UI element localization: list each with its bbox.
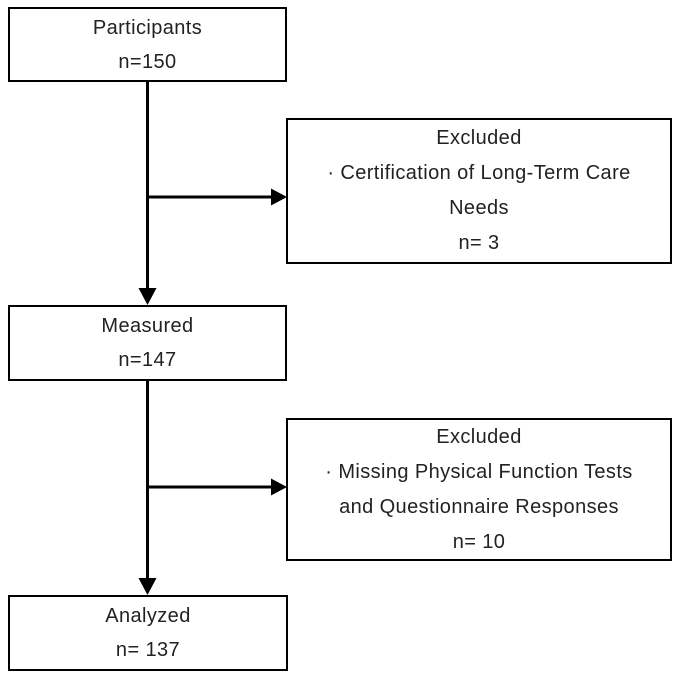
- node-count: n=147: [118, 349, 177, 371]
- arrow-participants-to-measured: [138, 81, 157, 305]
- arrow-measured-to-analyzed: [138, 380, 157, 595]
- arrow-branch-to-excluded-1: [147, 188, 287, 206]
- node-count: n= 10: [452, 530, 506, 553]
- node-count: n= 137: [115, 639, 181, 661]
- node-measured: Measured n=147: [8, 305, 287, 381]
- node-title: Measured: [101, 315, 194, 337]
- node-title: Analyzed: [105, 605, 191, 627]
- node-title: Excluded: [436, 425, 522, 448]
- node-reason-line-2: Needs: [449, 197, 509, 219]
- node-participants: Participants n=150: [8, 7, 287, 82]
- node-reason-line-1: · Missing Physical Function Tests: [325, 460, 633, 483]
- node-reason-line-2: and Questionnaire Responses: [339, 495, 619, 518]
- node-analyzed: Analyzed n= 137: [8, 595, 288, 671]
- arrow-branch-to-excluded-2: [147, 478, 287, 496]
- node-title: Excluded: [436, 127, 522, 149]
- node-count: n= 3: [458, 232, 500, 254]
- node-excluded-certification: Excluded · Certification of Long-Term Ca…: [286, 118, 672, 264]
- node-reason-line-1: · Certification of Long-Term Care: [327, 162, 631, 184]
- node-excluded-missing-tests: Excluded · Missing Physical Function Tes…: [286, 418, 672, 561]
- node-title: Participants: [92, 16, 203, 39]
- node-count: n=150: [118, 50, 177, 73]
